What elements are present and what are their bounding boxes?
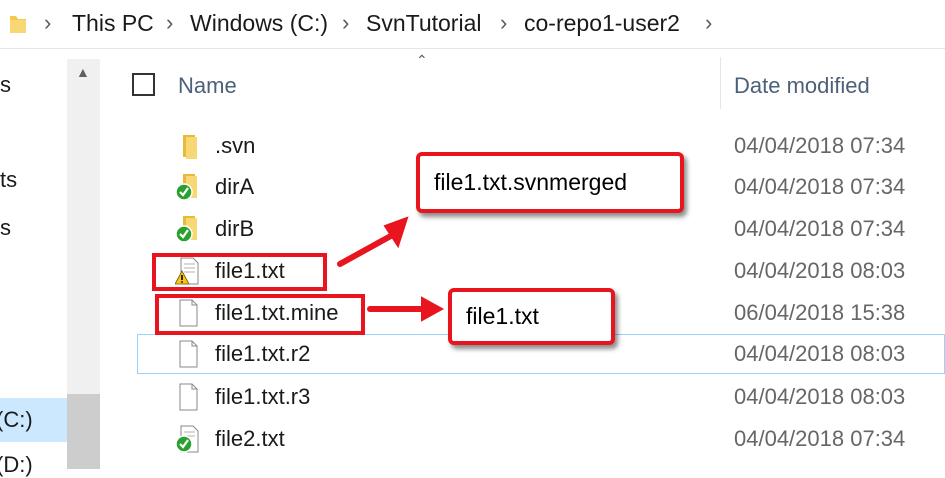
file-date: 04/04/2018 07:34 <box>734 216 906 241</box>
file-name: file1.txt <box>215 258 285 283</box>
file-name: file1.txt.r2 <box>215 341 311 366</box>
folder-icon <box>10 16 26 33</box>
nav-item[interactable]: s <box>0 72 11 97</box>
highlight-box-file1-txt <box>152 253 327 291</box>
callout-file1-txt: file1.txt <box>448 288 615 345</box>
list-item[interactable]: file1.txt.r3 04/04/2018 08:03 <box>137 377 945 417</box>
column-header-name[interactable]: Name <box>178 73 237 98</box>
chevron-right-icon: › <box>44 10 52 35</box>
column-divider[interactable] <box>720 57 721 109</box>
callout-svnmerged: file1.txt.svnmerged <box>416 152 684 213</box>
breadcrumb-svntutorial[interactable]: SvnTutorial <box>366 10 482 36</box>
chevron-right-icon[interactable]: › <box>166 10 174 35</box>
column-header-date-modified[interactable]: Date modified <box>734 73 870 98</box>
file-name: dirB <box>215 216 255 241</box>
folder-svn-ok-icon <box>175 216 197 243</box>
file-date: 04/04/2018 07:34 <box>734 426 906 451</box>
address-bar[interactable]: › This PC › Windows (C:) › SvnTutorial ›… <box>0 0 945 49</box>
file-date: 04/04/2018 08:03 <box>734 384 906 409</box>
list-item[interactable]: file1.txt 04/04/2018 08:03 <box>137 251 945 291</box>
file-svn-ok-icon <box>175 425 199 453</box>
nav-item[interactable]: ts <box>0 167 18 192</box>
file-date: 06/04/2018 15:38 <box>734 300 906 325</box>
file-icon <box>179 299 198 327</box>
chevron-right-icon[interactable]: › <box>500 10 508 35</box>
breadcrumb-windows-c[interactable]: Windows (C:) <box>190 10 329 36</box>
chevron-right-icon[interactable]: › <box>342 10 350 35</box>
file-name: dirA <box>215 174 255 199</box>
list-item[interactable]: dirB 04/04/2018 07:34 <box>137 209 945 249</box>
folder-icon <box>183 135 197 159</box>
list-item[interactable]: .svn 04/04/2018 07:34 <box>137 126 945 166</box>
list-item[interactable]: file2.txt 04/04/2018 07:34 <box>137 419 945 459</box>
file-conflict-icon <box>175 257 199 285</box>
nav-item-drive-d[interactable]: (D:) <box>0 452 33 477</box>
file-date: 04/04/2018 08:03 <box>734 341 906 366</box>
nav-item[interactable]: s <box>0 215 11 240</box>
select-all-checkbox[interactable] <box>132 73 155 96</box>
chevron-right-icon[interactable]: › <box>705 10 713 35</box>
callout-text: file1.txt.svnmerged <box>434 169 628 195</box>
file-name: .svn <box>215 133 256 158</box>
nav-item-drive-c[interactable]: (C:) <box>0 407 33 432</box>
file-icon <box>179 340 198 368</box>
file-name: file1.txt.r3 <box>215 384 311 409</box>
sort-ascending-icon: ⌃ <box>416 52 428 68</box>
file-date: 04/04/2018 07:34 <box>734 133 906 158</box>
highlight-box-file1-txt-mine <box>155 294 365 335</box>
file-date: 04/04/2018 07:34 <box>734 174 906 199</box>
file-icon <box>179 383 198 411</box>
nav-scrollbar-thumb[interactable] <box>67 394 100 469</box>
file-name: file1.txt.mine <box>215 300 339 325</box>
folder-svn-ok-icon <box>175 174 197 201</box>
file-date: 04/04/2018 08:03 <box>734 258 906 283</box>
nav-item-selected[interactable] <box>0 398 67 442</box>
file-name: file2.txt <box>215 426 285 451</box>
breadcrumb-co-repo1-user2[interactable]: co-repo1-user2 <box>524 10 680 36</box>
list-item[interactable]: dirA 04/04/2018 07:34 <box>137 167 945 207</box>
scroll-up-arrow-icon[interactable]: ▲ <box>76 64 90 80</box>
callout-text: file1.txt <box>466 303 539 329</box>
list-item[interactable]: file1.txt.mine 06/04/2018 15:38 <box>137 293 945 333</box>
breadcrumb-this-pc[interactable]: This PC <box>72 10 154 36</box>
